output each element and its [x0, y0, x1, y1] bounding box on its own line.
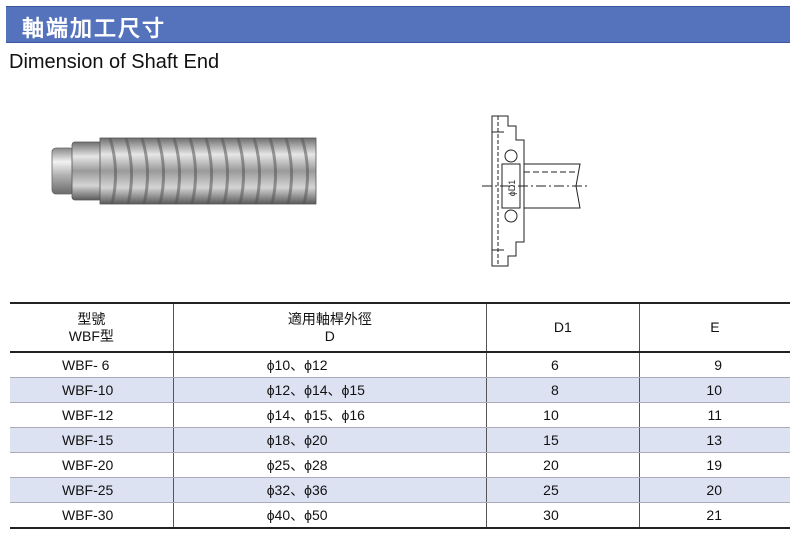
table-row: WBF-12 ϕ14、ϕ15、ϕ16 10 11: [10, 402, 790, 428]
shaft-end-drawing: ϕD1: [482, 115, 588, 267]
model-cell: WBF-25: [10, 477, 174, 503]
d1-cell: 10: [485, 402, 640, 428]
e-cell: 9: [638, 352, 790, 378]
table-row: WBF- 6 ϕ10、ϕ12 6 9: [10, 352, 790, 378]
model-cell: WBF-30: [10, 502, 174, 529]
diameter-cell: ϕ14、ϕ15、ϕ16: [172, 402, 487, 428]
e-cell: 11: [638, 402, 790, 428]
diameter-cell: ϕ10、ϕ12: [172, 352, 487, 378]
d1-cell: 15: [485, 427, 640, 453]
model-cell: WBF-15: [10, 427, 174, 453]
diameter-cell: ϕ12、ϕ14、ϕ15: [172, 377, 487, 403]
model-cell: WBF-10: [10, 377, 174, 403]
table-row: WBF-10 ϕ12、ϕ14、ϕ15 8 10: [10, 377, 790, 403]
e-cell: 19: [638, 452, 790, 478]
page-title: 軸端加工尺寸: [22, 17, 167, 42]
d1-cell: 20: [485, 452, 640, 478]
d1-cell: 30: [485, 502, 640, 529]
table-row: WBF-20 ϕ25、ϕ28 20 19: [10, 452, 790, 478]
table-row: WBF-15 ϕ18、ϕ20 15 13: [10, 427, 790, 453]
table-row: WBF-25 ϕ32、ϕ36 25 20: [10, 477, 790, 503]
e-cell: 21: [638, 502, 790, 529]
title-bar: 軸端加工尺寸: [6, 6, 790, 43]
d1-label: ϕD1: [507, 180, 517, 197]
e-cell: 13: [638, 427, 790, 453]
d1-cell: 8: [485, 377, 640, 403]
d1-cell: 25: [485, 477, 640, 503]
table-row: WBF-30 ϕ40、ϕ50 30 21: [10, 502, 790, 529]
diameter-cell: ϕ18、ϕ20: [172, 427, 487, 453]
header-d1: D1: [485, 302, 640, 353]
model-cell: WBF- 6: [10, 352, 174, 378]
diameter-cell: ϕ40、ϕ50: [172, 502, 487, 529]
page-subtitle: Dimension of Shaft End: [9, 51, 220, 73]
d1-cell: 6: [485, 352, 640, 378]
ball-screw-photo: [51, 137, 317, 205]
thread-grooves: [108, 137, 310, 205]
e-cell: 20: [638, 477, 790, 503]
diameter-cell: ϕ25、ϕ28: [172, 452, 487, 478]
e-cell: 10: [638, 377, 790, 403]
header-e: E: [638, 302, 790, 353]
model-cell: WBF-20: [10, 452, 174, 478]
model-cell: WBF-12: [10, 402, 174, 428]
diameter-cell: ϕ32、ϕ36: [172, 477, 487, 503]
